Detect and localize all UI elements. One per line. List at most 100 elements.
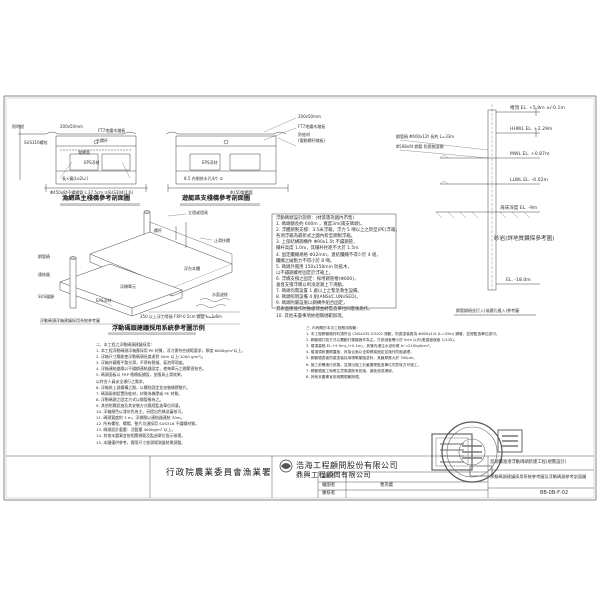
plan-left-title: 漁網區主棧橋參考剖面圖 (62, 195, 131, 202)
seal-stamp-round (441, 421, 503, 483)
notes-left-item: 3. 浮箱外觀應平整光滑，不得有裂縫、氣泡等瑕疵。 (96, 360, 187, 366)
notes-left-item: 8. 浮動碼頭之固定方式以鋼管樁為之。 (96, 396, 164, 402)
title-block (6, 455, 594, 498)
notes-left-item: 15. 本圖僅供參考，實際尺寸依現場測量結果調整。 (96, 439, 186, 445)
specs-item: 9. 碼頭附屬設施以鋼構件組合固定， (276, 301, 348, 307)
iso-label-chain: SUS錨鏈 (38, 294, 55, 299)
specs-item: 纜繩之破斷力不得小於 8 噸。 (276, 258, 335, 264)
notes-right-heading: 三. 內有關於本次工程應用規範： (306, 326, 360, 330)
iso-float-drawing (40, 210, 240, 325)
specs-item: 其表面應施作防蝕處理並經監造單位同意後施作。 (276, 307, 373, 313)
notes-right-item: 7. 鋼管樁施工時應注意周邊既有設施，避免造成損壞。 (306, 368, 396, 373)
specs-item: 各項浮箱為最新式之國內新型鋼製浮箱。 (276, 234, 356, 240)
specs-item: 1. 碼頭總長約 600m ，寬度3m(兩支碼頭)。 (276, 222, 365, 228)
specs-heading: 浮動碼頭設計說明：(材質需為國內市售) (276, 216, 355, 221)
label-rail2: (電動欄杆踏板) (298, 138, 326, 143)
elev-hhwl: HHWL EL. +2.29m (510, 127, 553, 132)
elev-caption: 鋼管鋼樁坐打入(或鑽孔植入)參考圖 (456, 308, 520, 313)
iso-label-conn: 連結器 (38, 272, 50, 277)
notes-left-item: 5. 碼頭面板以 FRP 格柵板鋪設，並應具止滑效果， (96, 372, 185, 378)
notes-right: 三. 內有關於本次工程應用規範： 1. 本工程鋼管樁材料須符合 CNS4435 … (306, 324, 500, 379)
notes-left-item: 1. 本工程浮動碼頭浮箱應採用 PE 材質，浮力需符合規範要求，厚度 6000g… (96, 348, 246, 354)
notes-left-item: 12. 所有螺栓、螺帽、墊片均須採用 SUS316 不鏽鋼材質。 (96, 421, 199, 427)
specs-item: 7. 碼頭均需設置 1 處以上之緊急救生設備。 (276, 289, 362, 295)
label-fw-right: FT7地鐵木踏板 (298, 124, 326, 129)
notes-left-item: 9. 其他附屬設施及其安裝方式應經監造單位同意。 (96, 402, 183, 408)
iso-foot: 浮動碼頭浮箱建議採用系統參考圖 (40, 318, 100, 323)
specs-item: 10. 其他未盡事項依相關規範辦理。 (276, 313, 346, 319)
iso-label-rail: 止滑扶欄 (214, 238, 230, 243)
notes-left-item: 10. 浮箱顏色以淺灰色為主，另提出色樣送審核可。 (96, 409, 186, 415)
label-lamp: 照明燈 (12, 124, 24, 129)
pile-elevation (399, 104, 540, 291)
notes-right-item: 1. 本工程鋼管樁材料須符合 CNS4435 G3102 規範，防腐塗裝應為 Φ… (306, 332, 500, 337)
row-drafter-label: 繪圖者 (322, 483, 336, 488)
notes-left-item: 以符合人員安全通行之需求。 (96, 378, 147, 384)
row-checker-label: 審核者 (322, 491, 336, 496)
plan-right-section (165, 117, 297, 192)
notes-left-heading: 二、本工程之浮動碼頭建議採用： (96, 342, 155, 347)
specs-list: 浮動碼頭設計說明：(材質需為國內市售) 1. 碼頭總長約 600m ，寬度3m(… (276, 216, 400, 320)
label-handrail-left: 主欄杆 (96, 138, 108, 143)
company-name-1: 浩海工程顧問股份有限公司 (296, 461, 398, 470)
office-name: 行政院農業委員會漁業署 (166, 468, 272, 478)
label-bolt-note: 8.5 內側排水孔4片 ② (184, 176, 224, 181)
specs-item: 5. 碼頭外圍用 150x150mm 防舷木， (276, 264, 352, 270)
notes-right-item: 2. 鋼管樁打設方式以震動打樁機施作為主，打設誤差需小於 5cm 以內(垂直度誤… (306, 338, 458, 343)
notes-left-item: 6. 浮箱與上部鋼構之間，以螺栓固定並加裝橡膠墊片。 (96, 384, 191, 390)
label-dim-note2: Φ450x8t不鏽鋼管 L.37.5cm ③SUS304(1:6) (50, 190, 134, 195)
iso-label-handrail: 欄杆 (154, 228, 162, 233)
specs-item: 垂直支撐浮橋以利漲退潮上下滑動。 (276, 283, 347, 289)
elev-sand: 砂岩(詳地質鑽探參考圖) (494, 236, 555, 242)
elev-dim-a: Φ508x9t 鋼管 防腐蝕塗裝 (396, 144, 444, 149)
notes-right-item: 5. 鋼管樁表面防腐塗裝採用環氧樹脂塗料，其膜厚應大於 300μm。 (306, 356, 418, 361)
specs-box (271, 213, 397, 309)
notes-left-item: 2. 浮箱尺寸應能使浮動碼頭長度達到 50m 以上(1000 g/m²)。 (96, 354, 206, 360)
elev-llwl: LLWL EL. -0.02m (510, 178, 549, 183)
label-fw-left: FT7地鐵木踏板 (98, 128, 126, 133)
label-bolt: SUS316螺栓 (24, 140, 48, 145)
label-eps-left: EPS浮材 (84, 160, 100, 165)
drawing-subtitle: 浮動碼頭建議採用系統參考圖及浮動碼頭參考剖面圖 (490, 474, 587, 479)
sheet-border (3, 95, 597, 501)
notes-left-item: 13. 碼頭設計載重：活載重 400kg/m² 以上。 (96, 427, 176, 433)
specs-item: 4. 固定纜繩規格 Φ32mm，連結纜繩不得少於 4 組， (276, 252, 381, 258)
specs-item: 2. 浮體鋼製支撐：3.5米浮箱，浮力 5 噸以上之新型(PE)浮箱， (276, 228, 400, 234)
label-rail: 防舷材 (298, 132, 310, 137)
notes-left-item: 14. 其他未盡事宜依相關規範及監造單位指示辦理。 (96, 433, 186, 439)
label-dim-note: 長×寬(Le2Lc) (62, 176, 89, 181)
specs-item: 8. 碼頭照明設備 4 組(ANSI/C.UNUSED)。 (276, 295, 361, 301)
notes-left: 二、本工程之浮動碼頭建議採用： 1. 本工程浮動碼頭浮箱應採用 PE 材質，浮力… (96, 342, 245, 446)
notes-right-item: 8. 其他未盡事宜依相關規範辦理。 (306, 374, 363, 379)
notes-left-item: 11. 碼頭寬度約 3 m，浮橋間以連結器連結 30m。 (96, 415, 185, 421)
specs-item: 以不鏽鋼螺栓固定於浮箱上。 (276, 270, 334, 276)
notes-right-item: 4. 樁頂須設置鋼蓋板，其接合面以全周銲接固定並施作防蝕處理。 (306, 350, 414, 355)
company-name-2: 鼎興工程顧問有限公司 (296, 471, 371, 479)
signature-name: 曹為義 (380, 483, 394, 488)
notes-left-item: 7. 碼頭兩側設置防舷材，材質為橡膠或 PE 材質。 (96, 390, 183, 396)
seal-stamp-right (469, 429, 523, 477)
notes-right-item: 3. 樁頂高程 EL.+5.9m(-/+0.1m)，其管內灌注水泥砂漿 fc'=… (306, 344, 434, 349)
label-fw-dim-right: 200x50mm (298, 114, 321, 119)
iso-spec-note: 250 以上浮力等級 FRP-0.5cm 鋼管 L=1.8m (140, 314, 222, 319)
iso-label-lamp: 立燈或燈具 (188, 210, 208, 215)
elev-seabed: 海床深度 EL. -9m (500, 206, 538, 211)
specs-item: 6. 浮橋支撐之固定：採用鋼管樁(Φ600)， (276, 276, 359, 282)
elev-pile-note: 鋼管樁 Φ600x12t 長約 L=33m (396, 134, 455, 139)
elev-top-label: 樁頂 EL. +5.9m ±/-0.1m (510, 106, 565, 111)
elev-mwl: MWL EL. +0.87m (510, 152, 550, 157)
notes-left-item: 4. 浮箱連結處應以不鏽鋼連結器固定，使每單元之間緊密結合。 (96, 366, 206, 372)
iso-label-water: 水面波紋 (212, 292, 228, 297)
label-cable-note: Φ150電纜管 (230, 190, 253, 195)
label-fw-dim-left: 200x50mm (60, 124, 83, 129)
iso-label-deck: 浮台本體 (184, 266, 200, 271)
plan-left-section (18, 125, 148, 192)
drawing-title: 澎湖縣漁港浮動碼頭新建工程(規劃設計) (490, 460, 567, 465)
specs-item: 3. 上部結構鋼構件 Φ90x1.5t 不鏽鋼管， (276, 240, 358, 246)
label-eps-right: EPS浮材 (202, 160, 218, 165)
drawing-number: BB-0B-F-02 (540, 490, 569, 496)
row-designer-label: 設計者 (322, 474, 336, 479)
iso-label-pile: 鋼管樁 (38, 254, 50, 259)
specs-item: 欄杆高度 1.0m，其欄杆柱距不大於 1.5m (276, 246, 359, 252)
